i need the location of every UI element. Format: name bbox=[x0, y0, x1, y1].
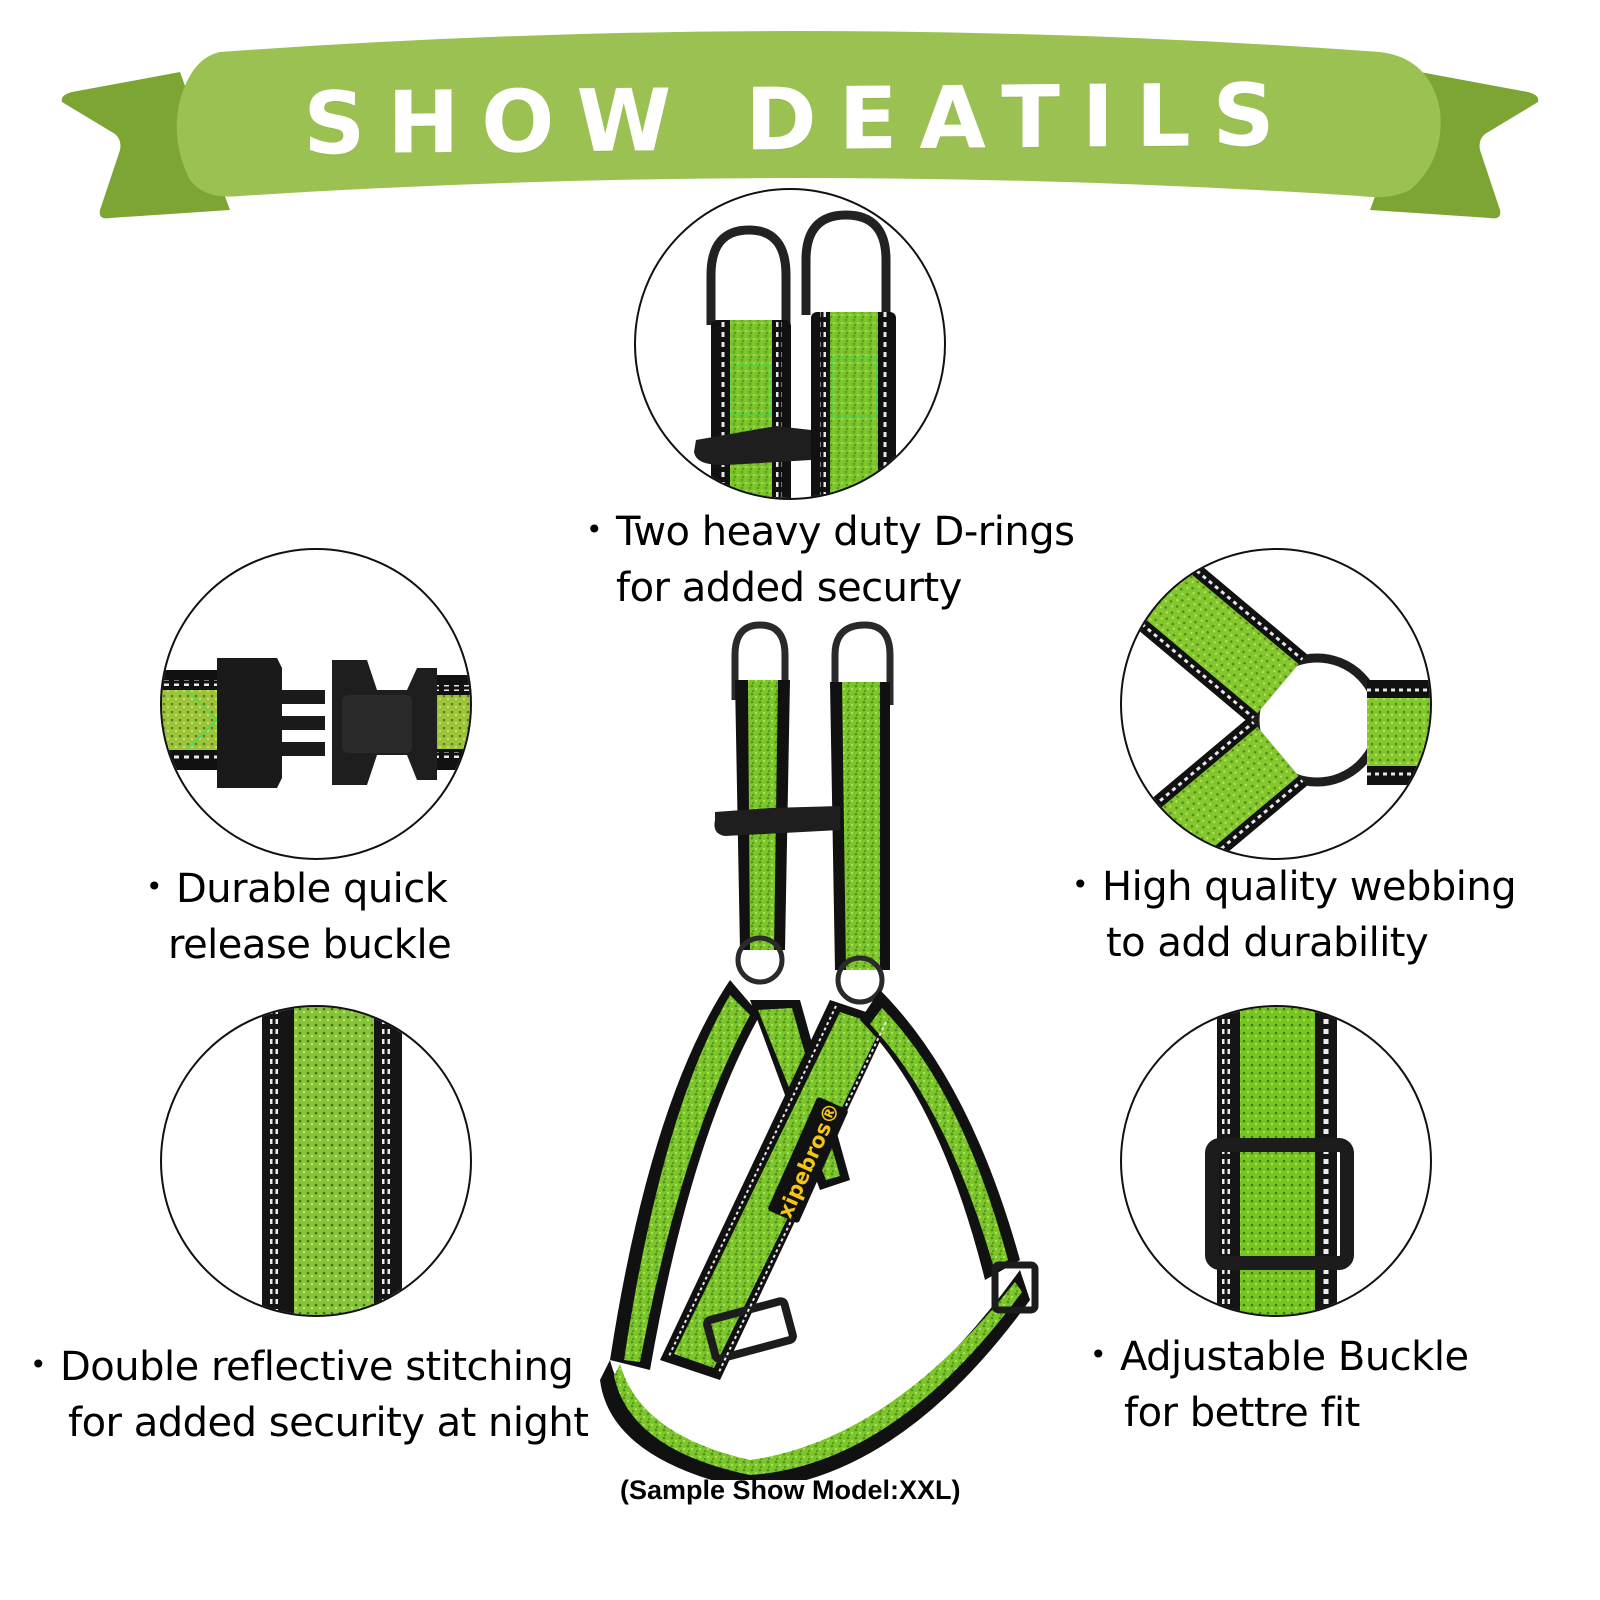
feature-caption-webbing: • High quality webbing to add durability bbox=[1072, 860, 1517, 970]
bullet-icon: • bbox=[1090, 1338, 1107, 1371]
o-ring-webbing-icon bbox=[1122, 550, 1430, 858]
adjustable-buckle-closeup-image bbox=[1120, 1005, 1432, 1317]
bullet-icon: • bbox=[30, 1348, 47, 1381]
slide-buckle-icon bbox=[1205, 1007, 1354, 1315]
bullet-icon: • bbox=[146, 870, 163, 903]
webbing-closeup-image bbox=[1120, 548, 1432, 860]
title-banner: SHOW DEATILS bbox=[0, 0, 1600, 240]
dog-harness-icon: xipebros® bbox=[600, 621, 1039, 1480]
caption-line-1: Two heavy duty D-rings bbox=[616, 509, 1075, 555]
reflective-stitching-closeup-image bbox=[160, 1005, 472, 1317]
bullet-icon: • bbox=[586, 513, 603, 546]
banner-title: SHOW DEATILS bbox=[303, 65, 1297, 175]
reflective-strap-icon bbox=[262, 1007, 402, 1315]
feature-caption-d-rings: • Two heavy duty D-rings for added securt… bbox=[586, 505, 1075, 615]
caption-line-2: for added security at night bbox=[68, 1400, 589, 1446]
quick-release-buckle-closeup-image bbox=[160, 548, 472, 860]
caption-line-2: release buckle bbox=[168, 922, 452, 968]
bullet-icon: • bbox=[1072, 868, 1089, 901]
caption-line-2: to add durability bbox=[1106, 920, 1429, 966]
quick-release-buckle-icon bbox=[162, 658, 470, 788]
ribbon-shape bbox=[61, 31, 1539, 219]
caption-line-1: Double reflective stitching bbox=[60, 1344, 574, 1390]
caption-line-1: High quality webbing bbox=[1102, 864, 1517, 910]
caption-line-2: for bettre fit bbox=[1124, 1390, 1360, 1436]
feature-caption-buckle: • Durable quick release buckle bbox=[146, 862, 452, 972]
model-caption: (Sample Show Model:XXL) bbox=[620, 1475, 961, 1505]
feature-caption-reflective: • Double reflective stitching for added s… bbox=[30, 1340, 589, 1450]
harness-product-image: xipebros® bbox=[590, 620, 1050, 1480]
d-rings-closeup-image bbox=[634, 188, 946, 500]
feature-caption-adjustable: • Adjustable Buckle for bettre fit bbox=[1090, 1330, 1469, 1440]
caption-line-2: for added securty bbox=[616, 565, 962, 611]
caption-line-1: Adjustable Buckle bbox=[1120, 1334, 1469, 1380]
d-ring-icon bbox=[694, 210, 896, 498]
caption-line-1: Durable quick bbox=[176, 866, 448, 912]
